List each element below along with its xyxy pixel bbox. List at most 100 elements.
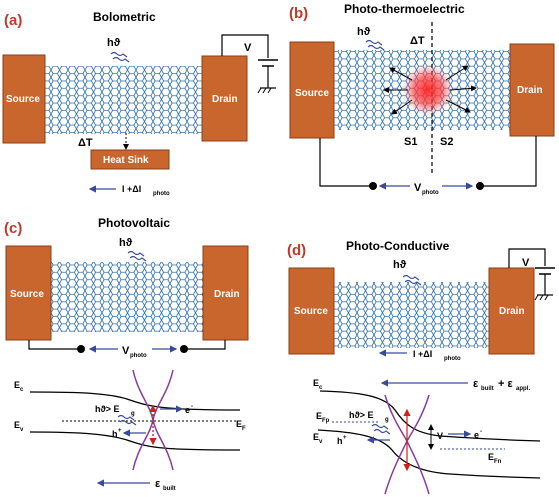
ev-label: E bbox=[313, 432, 319, 442]
source-electrode bbox=[288, 267, 335, 355]
ground-icon bbox=[534, 294, 553, 301]
panel-c-label: (c) bbox=[4, 220, 22, 237]
svg-text:c: c bbox=[20, 387, 24, 393]
v-label: V bbox=[437, 431, 443, 441]
panel-b-label: (b) bbox=[289, 5, 308, 22]
light-wave-icon bbox=[117, 414, 137, 426]
light-wave-icon bbox=[365, 39, 385, 51]
current-label: I +ΔI bbox=[413, 349, 432, 359]
panel-b-title: Photo-thermoelectric bbox=[344, 2, 465, 16]
heat-sink-block bbox=[90, 149, 170, 170]
circuit-wire bbox=[221, 34, 269, 58]
svg-text:-: - bbox=[480, 429, 482, 435]
circuit-wire bbox=[28, 340, 80, 350]
photon-energy-label: hϑ bbox=[393, 259, 407, 271]
svg-text:v: v bbox=[20, 427, 24, 433]
svg-text:Fp: Fp bbox=[322, 418, 330, 424]
panel-c-title: Photovoltaic bbox=[98, 216, 170, 230]
panel-d-title: Photo-Conductive bbox=[346, 239, 450, 253]
s1-label: S1 bbox=[404, 136, 417, 148]
heat-diffusion-arrows bbox=[383, 65, 477, 115]
ec-label: E bbox=[313, 378, 319, 388]
light-wave-icon bbox=[127, 250, 147, 262]
panel-d-label: (d) bbox=[287, 242, 306, 259]
dirac-cone-upper bbox=[132, 369, 174, 421]
panel-a-title: Bolometric bbox=[93, 10, 156, 24]
electron-label: e bbox=[474, 430, 479, 440]
graphene-sheet bbox=[330, 282, 490, 348]
svg-text:g: g bbox=[385, 417, 389, 423]
valence-band-line bbox=[317, 429, 541, 479]
source-label: Source bbox=[10, 289, 44, 300]
photon-energy-label: hϑ bbox=[119, 237, 133, 249]
svg-text:c: c bbox=[319, 385, 323, 391]
band-diagram-c: E c E v E F hϑ> E g e - h + ε built bbox=[14, 369, 246, 492]
valence-band-line bbox=[29, 431, 241, 451]
hot-spot bbox=[402, 64, 454, 116]
circuit-wire bbox=[319, 138, 372, 187]
terminal-dot bbox=[77, 345, 85, 353]
svg-text:+: + bbox=[118, 428, 122, 434]
graphene-sheet bbox=[48, 262, 205, 332]
efn-label: E bbox=[488, 452, 494, 462]
source-electrode bbox=[289, 41, 335, 139]
svg-text:built: built bbox=[163, 486, 176, 492]
svg-text:+: + bbox=[343, 435, 347, 441]
ev-label: E bbox=[14, 420, 20, 430]
photon-energy-label: hϑ bbox=[107, 37, 121, 49]
svg-text:v: v bbox=[319, 439, 323, 445]
svg-text:+ ε: + ε bbox=[498, 378, 513, 390]
panel-c: (c) Photovoltaic Source Drain hϑ V photo bbox=[4, 216, 249, 492]
source-label: Source bbox=[295, 88, 329, 99]
svg-text:built: built bbox=[481, 386, 494, 392]
light-wave-icon bbox=[110, 51, 130, 63]
band-diagram-d: E c E v E Fp E Fn hϑ> E g V e - h + ε bu… bbox=[313, 378, 541, 495]
conduction-band-line bbox=[29, 391, 241, 411]
svg-text:F: F bbox=[242, 426, 246, 432]
vphoto-subscript: photo bbox=[422, 190, 439, 196]
svg-text:appl.: appl. bbox=[516, 386, 530, 392]
light-wave-icon bbox=[402, 274, 422, 286]
field-label: ε bbox=[473, 378, 479, 390]
panel-b: (b) Photo-thermoelectric Source Drain hϑ… bbox=[289, 2, 555, 196]
hole-label: h bbox=[337, 436, 343, 446]
vphoto-label: V bbox=[122, 345, 130, 357]
light-wave-icon bbox=[371, 423, 391, 435]
excitation-label: hϑ> E bbox=[349, 410, 374, 420]
photon-energy-label: hϑ bbox=[357, 26, 371, 38]
drain-electrode bbox=[201, 55, 248, 142]
drain-label: Drain bbox=[499, 306, 525, 317]
drain-label: Drain bbox=[212, 94, 238, 105]
s2-label: S2 bbox=[440, 136, 453, 148]
drain-electrode bbox=[509, 43, 555, 137]
panel-a: (a) Bolometric Source Drain hϑ V ΔT Heat… bbox=[2, 10, 278, 197]
delta-t-label: ΔT bbox=[78, 137, 93, 149]
graphene-sheet bbox=[42, 66, 204, 134]
delta-t-label: ΔT bbox=[410, 35, 425, 47]
svg-text:Fn: Fn bbox=[494, 459, 502, 465]
ec-label: E bbox=[14, 380, 20, 390]
drain-label: Drain bbox=[214, 289, 240, 300]
panel-a-label: (a) bbox=[4, 12, 22, 29]
built-in-field-label: ε bbox=[155, 478, 161, 490]
source-label: Source bbox=[294, 306, 328, 317]
drain-electrode bbox=[488, 267, 535, 355]
svg-text:g: g bbox=[131, 411, 135, 417]
voltage-label: V bbox=[522, 257, 530, 269]
drain-label: Drain bbox=[517, 85, 543, 96]
vphoto-subscript: photo bbox=[130, 353, 147, 359]
terminal-dot bbox=[180, 345, 188, 353]
excitation-label: hϑ> E bbox=[95, 404, 120, 414]
electron-label: e bbox=[185, 405, 190, 415]
source-electrode bbox=[2, 54, 46, 144]
current-subscript: photo bbox=[153, 191, 170, 197]
heat-sink-label: Heat Sink bbox=[103, 155, 149, 166]
current-subscript: photo bbox=[444, 356, 461, 362]
vphoto-label: V bbox=[414, 182, 422, 194]
efp-label: E bbox=[316, 411, 322, 421]
panel-d: (d) Photo-Conductive Source Drain hϑ V I… bbox=[287, 239, 555, 495]
source-label: Source bbox=[6, 94, 40, 105]
terminal-dot bbox=[369, 182, 377, 190]
current-label: I +ΔI bbox=[122, 184, 141, 194]
ground-icon bbox=[257, 87, 276, 94]
